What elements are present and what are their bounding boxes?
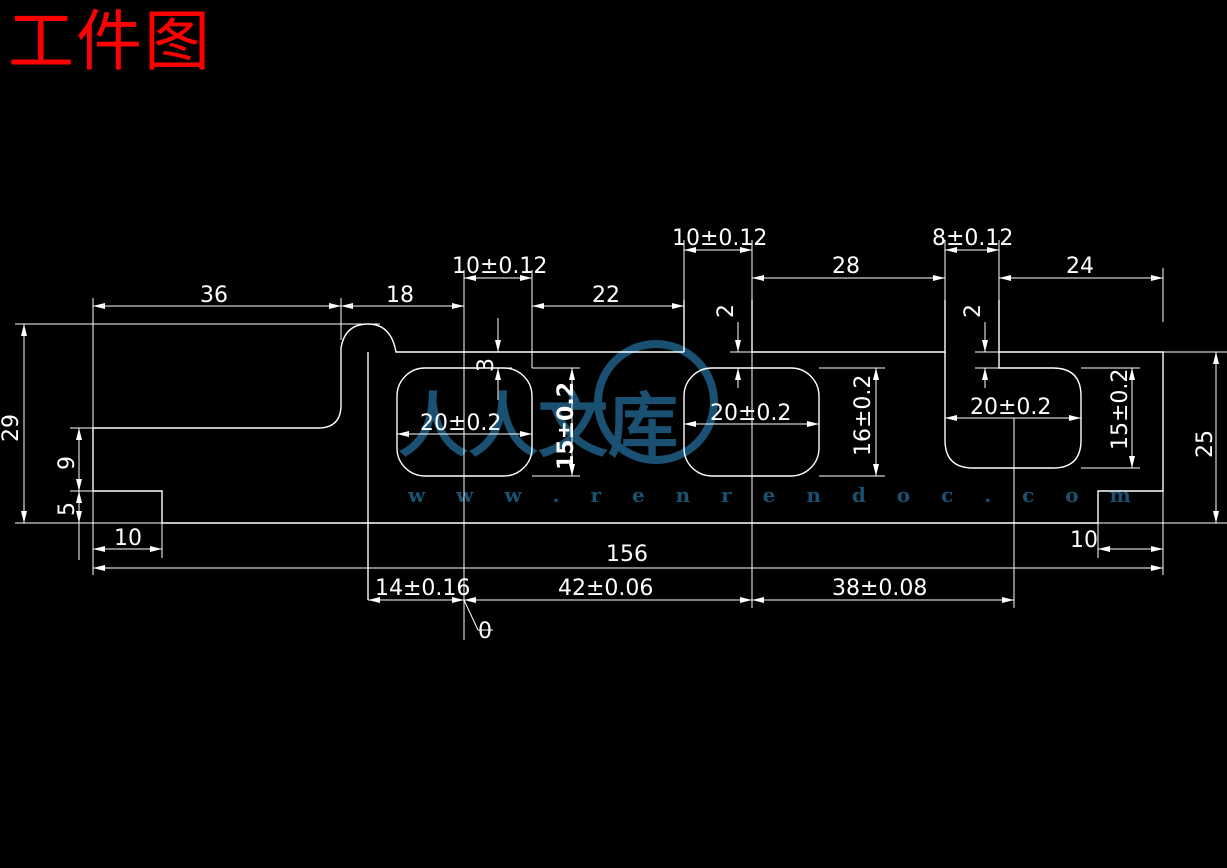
dim-29: 29 bbox=[0, 414, 24, 442]
dim-10-left: 10 bbox=[114, 526, 142, 551]
dim-36: 36 bbox=[200, 283, 228, 308]
dim-8-012: 8±0.12 bbox=[932, 226, 1013, 251]
dimension-lines bbox=[21, 247, 1219, 603]
dim-9: 9 bbox=[55, 456, 80, 470]
dim-2-a: 2 bbox=[714, 304, 739, 318]
dim-156: 156 bbox=[606, 542, 648, 567]
dim-24: 24 bbox=[1066, 254, 1094, 279]
dim-15-02-b: 15±0.2 bbox=[1108, 369, 1133, 450]
dim-22: 22 bbox=[592, 283, 620, 308]
watermark: 人人文库 w w w . r e n r e n d o c . c o m bbox=[398, 340, 1143, 507]
dim-10-012-b: 10±0.12 bbox=[672, 226, 767, 251]
dim-25: 25 bbox=[1193, 430, 1218, 458]
watermark-url: w w w . r e n r e n d o c . c o m bbox=[407, 483, 1143, 507]
dim-zero: 0 bbox=[478, 619, 492, 644]
dim-10-012-a: 10±0.12 bbox=[452, 254, 547, 279]
dim-28: 28 bbox=[832, 254, 860, 279]
dim-14-016: 14±0.16 bbox=[375, 576, 470, 601]
watermark-chars: 人人文库 bbox=[398, 384, 678, 467]
watermark-circle-icon bbox=[594, 340, 718, 464]
dim-20-02-b: 20±0.2 bbox=[710, 401, 791, 426]
dim-20-02-a: 20±0.2 bbox=[420, 411, 501, 436]
dim-38-008: 38±0.08 bbox=[832, 576, 927, 601]
dimension-labels: 36 18 10±0.12 22 10±0.12 28 8±0.12 24 10… bbox=[0, 226, 1218, 644]
dim-15-02-a: 15±0.2 bbox=[554, 382, 579, 470]
dim-10-right: 10 bbox=[1070, 528, 1098, 553]
dim-18: 18 bbox=[386, 283, 414, 308]
dim-5: 5 bbox=[55, 502, 80, 516]
slot-3 bbox=[944, 352, 1082, 469]
dim-20-02-c: 20±0.2 bbox=[970, 395, 1051, 420]
dim-16-02: 16±0.2 bbox=[851, 375, 876, 456]
dim-2-b: 2 bbox=[961, 304, 986, 318]
dim-3: 3 bbox=[474, 358, 499, 372]
dim-42-006: 42±0.06 bbox=[558, 576, 653, 601]
drawing-title: 工件图 bbox=[8, 3, 212, 80]
